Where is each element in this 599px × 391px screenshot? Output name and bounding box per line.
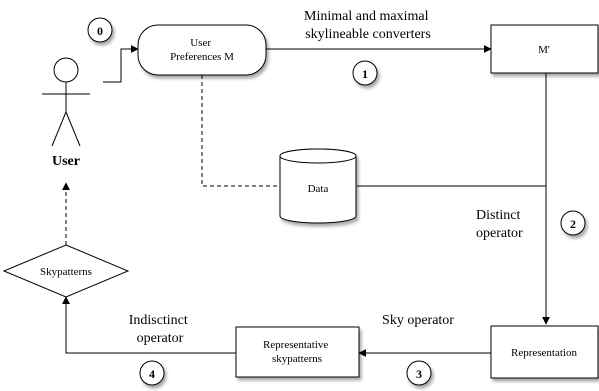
representation-label: Representation <box>511 347 577 359</box>
m-prime-label: M' <box>538 44 550 56</box>
user-preferences-node: User Preferences M <box>137 24 267 76</box>
edges <box>62 45 550 357</box>
svg-text:Minimal and maximal skyl: Minimal and maximal skylineable converte… <box>304 9 432 42</box>
edge-user-to-preferences <box>103 45 139 83</box>
m-prime-node: M' <box>490 24 599 74</box>
representation-node: Representation <box>490 325 599 379</box>
skypatterns-label: Skypatterns <box>40 266 92 278</box>
step-badges: 0 1 2 3 4 <box>87 17 586 386</box>
user-right-leg <box>65 111 81 147</box>
svg-text:Indisctinct operator: Indisctinct operator <box>129 313 192 346</box>
converters-label-line1: Minimal and maximal <box>304 9 429 24</box>
step-3-badge: 3 <box>406 360 432 386</box>
indistinct-label-line2: operator <box>137 331 184 346</box>
distinct-label-line1: Distinct <box>476 208 520 223</box>
user-head-icon <box>53 57 79 83</box>
distinct-label-line2: operator <box>476 226 523 241</box>
user-preferences-label-line1: User <box>190 37 211 49</box>
svg-text:Distinct operator: Distinct operator <box>476 208 524 241</box>
user-preferences-label-line2: Preferences M <box>170 51 234 63</box>
data-node: Data <box>279 148 357 224</box>
user-actor: User <box>42 57 90 169</box>
step-0-badge: 0 <box>87 17 113 43</box>
svg-text:4: 4 <box>149 367 155 381</box>
step-4-badge: 4 <box>139 360 165 386</box>
user-left-leg <box>51 111 67 147</box>
representative-skypatterns-node: Representative skypatterns <box>235 326 360 378</box>
sky-operator-label: Sky operator <box>382 313 454 328</box>
edge-representative-to-skypatterns <box>62 296 236 354</box>
svg-text:3: 3 <box>416 367 422 381</box>
step-2-badge: 2 <box>560 210 586 236</box>
skypatterns-node: Skypatterns <box>2 244 130 298</box>
converters-label-line2: skylineable converters <box>305 27 431 42</box>
representative-label-line2: skypatterns <box>272 353 322 365</box>
svg-text:User Preferences M: User Preferences M <box>170 37 234 63</box>
data-label: Data <box>308 183 329 195</box>
svg-text:2: 2 <box>570 217 576 231</box>
svg-text:1: 1 <box>362 67 368 81</box>
svg-text:Representative skypatter: Representative skypatterns <box>263 339 331 365</box>
indistinct-label-line1: Indisctinct <box>129 313 188 328</box>
user-label: User <box>52 154 80 169</box>
edge-labels: Minimal and maximal skylineable converte… <box>129 9 524 346</box>
representative-label-line1: Representative <box>263 339 328 351</box>
svg-text:0: 0 <box>97 24 103 38</box>
step-1-badge: 1 <box>352 60 378 86</box>
edge-preferences-to-data-dashed <box>201 75 280 187</box>
